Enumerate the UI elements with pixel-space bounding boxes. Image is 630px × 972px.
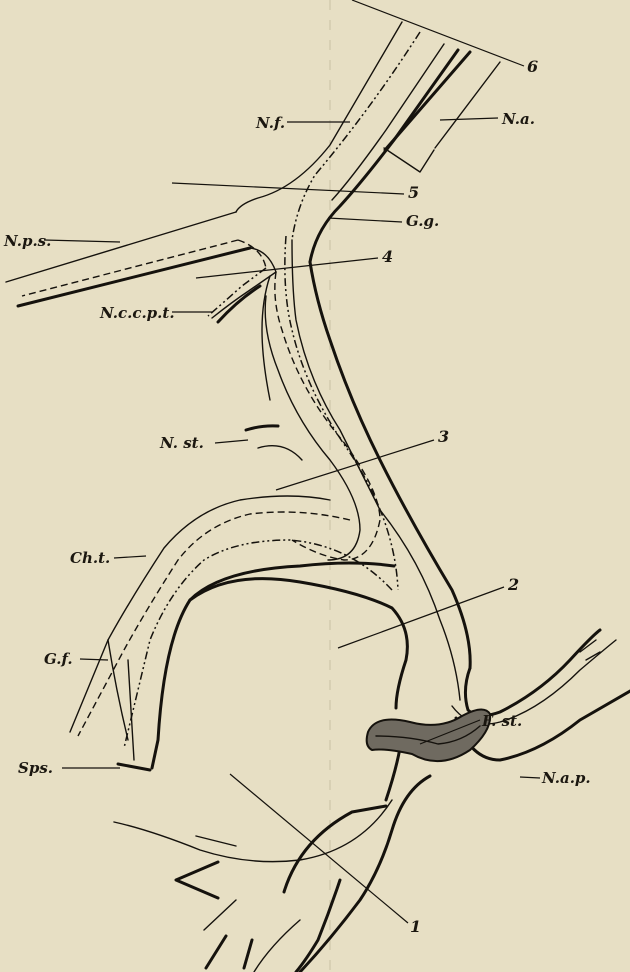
leader-4 — [196, 258, 378, 278]
label-fst: F. st. — [481, 712, 522, 730]
label-nap: N.a.p. — [541, 769, 591, 787]
nst-branch — [246, 426, 302, 460]
upper-nerve-trunk — [236, 22, 500, 262]
label-ncc: N.c.c.p.t. — [99, 304, 175, 322]
fst-muscle — [367, 709, 491, 761]
label-gg: G.g. — [406, 212, 439, 230]
number-6: 6 — [527, 57, 538, 76]
label-sps: Sps. — [18, 759, 53, 777]
leader-1 — [230, 774, 408, 923]
leader-6 — [352, 0, 524, 66]
bottom-branches — [114, 800, 392, 972]
chorda-tympani-arc — [70, 496, 394, 770]
number-leaders — [172, 0, 524, 923]
label-cht: Ch.t. — [70, 549, 110, 567]
leader-3 — [276, 440, 434, 490]
number-4: 4 — [382, 247, 393, 266]
number-1: 1 — [410, 917, 421, 936]
label-nps: N.p.s. — [3, 232, 51, 250]
number-5: 5 — [408, 183, 419, 202]
label-na: N.a. — [501, 110, 535, 128]
label-nf: N.f. — [255, 114, 285, 132]
label-nst: N. st. — [159, 434, 204, 452]
label-gf: G.f. — [44, 650, 73, 668]
number-2: 2 — [507, 575, 519, 594]
number-3: 3 — [438, 427, 449, 446]
